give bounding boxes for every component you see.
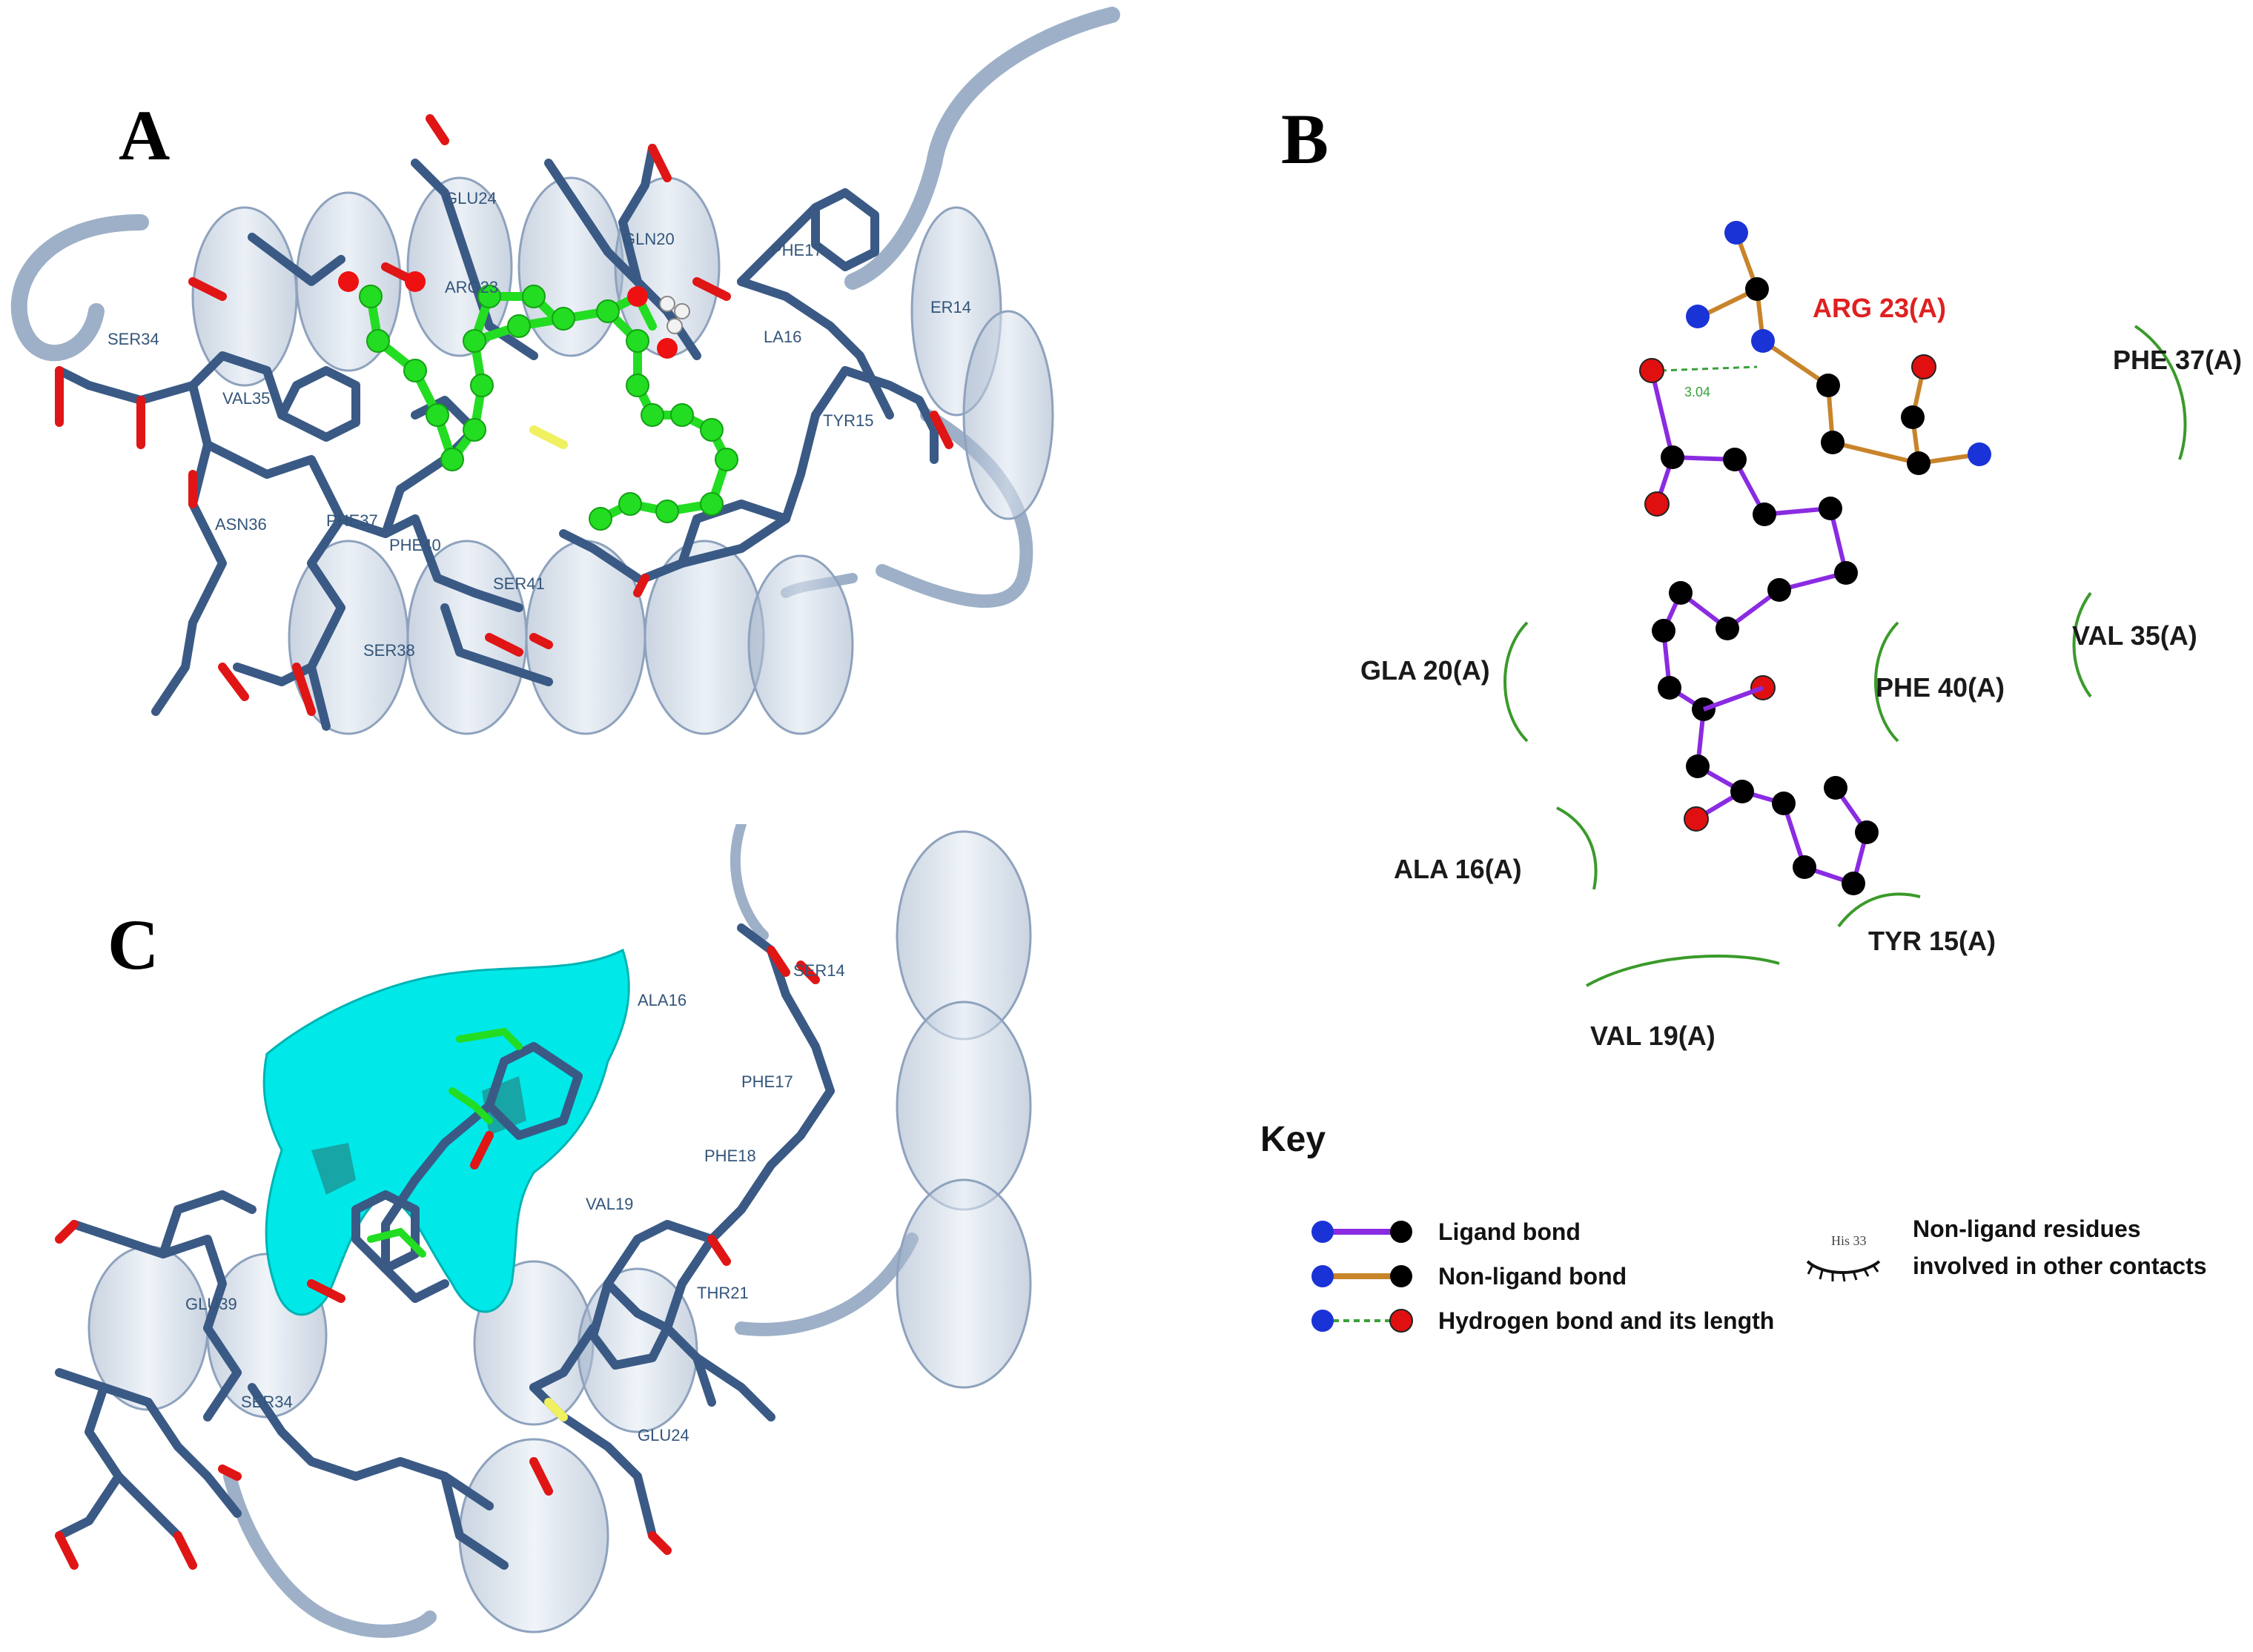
protein-ribbon [223, 824, 919, 1638]
residue-label: GLU24 [638, 1426, 689, 1444]
residue-label: PHE37 [326, 511, 378, 530]
residue-label-ala16: ALA 16(A) [1394, 854, 1522, 884]
residue-label-gla20: GLA 20(A) [1360, 655, 1490, 686]
residue-label: SER38 [363, 641, 415, 660]
residue-label: VAL35 [222, 389, 270, 408]
residue-label-tyr15: TYR 15(A) [1868, 926, 1996, 956]
key-hbond-symbol [1311, 1309, 1413, 1333]
hydrophobic-contacts [1503, 325, 2187, 987]
residue-label: SER41 [493, 574, 545, 593]
panel-a-3d-binding-view: GLU24 GLN20 PHE17 ARG23 SER34 VAL35 LA16… [0, 0, 1134, 749]
residue-label: GLU24 [445, 189, 497, 208]
residue-label: VAL19 [586, 1195, 633, 1213]
panel-c-binding-pocket-surface: SER14 ALA16 PHE17 VAL19 PHE18 THR21 GLU3… [0, 824, 1068, 1652]
residue-label-phe37: PHE 37(A) [2113, 345, 2242, 375]
ligand-3d [338, 271, 738, 531]
nonligand-bonds [1698, 230, 1982, 465]
residue-labels: GLU24 GLN20 PHE17 ARG23 SER34 VAL35 LA16… [107, 189, 971, 660]
residue-label-arg23: ARG 23(A) [1813, 293, 1946, 323]
contact-arc-phe40 [1874, 621, 1899, 743]
ligand-atoms [1639, 221, 1991, 895]
key-title: Key [1260, 1120, 1326, 1159]
panel-c-structure: SER14 ALA16 PHE17 VAL19 PHE18 THR21 GLU3… [55, 824, 1032, 1638]
residue-label: SER14 [793, 961, 845, 980]
residue-labels: SER14 ALA16 PHE17 VAL19 PHE18 THR21 GLU3… [185, 961, 845, 1444]
helix-coils [87, 830, 1032, 1633]
panel-c-letter: C [107, 905, 159, 984]
residue-label: SER34 [241, 1393, 293, 1411]
key-nonligand-bond-symbol [1311, 1265, 1412, 1287]
residue-label: ALA16 [638, 991, 687, 1009]
hbond-length: 3.04 [1684, 385, 1710, 399]
residue-label-val19: VAL 19(A) [1590, 1021, 1716, 1051]
key-nonligand-residues-label-line2: involved in other contacts [1913, 1253, 2207, 1279]
binding-pocket-surface [262, 948, 630, 1316]
residue-label: GLN20 [623, 230, 675, 248]
residue-label: THR21 [697, 1284, 749, 1302]
panel-b-letter: B [1281, 99, 1329, 179]
contact-arc-phe37 [2134, 325, 2187, 460]
residue-label: PHE40 [389, 536, 441, 554]
ligand-bond [1702, 686, 1764, 711]
panel-a-letter: A [119, 96, 171, 175]
key-symbols: His 33 [1311, 1221, 1881, 1333]
key-sample-residue: His 33 [1831, 1233, 1867, 1248]
protein-atoms [55, 114, 953, 716]
contact-arc-val35 [2072, 591, 2092, 698]
protein-atoms [55, 946, 820, 1570]
key-ligand-bond-symbol [1311, 1221, 1412, 1243]
key-hbond-label: Hydrogen bond and its length [1438, 1307, 1775, 1334]
residue-label: SER34 [107, 330, 159, 348]
residue-label-phe40: PHE 40(A) [1876, 672, 2005, 703]
panel-a-structure: GLU24 GLN20 PHE17 ARG23 SER34 VAL35 LA16… [10, 7, 1120, 735]
contact-arc-ala16 [1556, 806, 1598, 890]
ligand-in-pocket [367, 1027, 523, 1258]
contact-arc-tyr15 [1837, 892, 1921, 928]
key-nonligand-residues-label-line1: Non-ligand residues [1913, 1215, 2141, 1242]
residue-label-val35: VAL 35(A) [2072, 620, 2197, 651]
residue-label: PHE17 [771, 241, 823, 259]
contact-arc-gla20 [1503, 621, 1529, 743]
legend-key: Key His 33 Ligand bond Non-ligand bond H… [1260, 1119, 2246, 1386]
key-nonligand-residue-symbol: His 33 [1806, 1233, 1881, 1282]
residue-label: ER14 [930, 298, 971, 316]
residue-label: ASN36 [215, 515, 267, 534]
residue-label: PHE18 [704, 1147, 756, 1165]
key-ligand-bond-label: Ligand bond [1438, 1218, 1581, 1245]
panel-b-2d-interaction-diagram: 3.04 [1157, 0, 2253, 1097]
residue-label: TYR15 [823, 411, 873, 430]
helix-coils [191, 176, 1054, 735]
key-nonligand-bond-label: Non-ligand bond [1438, 1263, 1627, 1290]
contact-arc-val19 [1586, 955, 1780, 987]
residue-label: ARG23 [445, 278, 498, 296]
residue-label: PHE17 [741, 1072, 793, 1091]
interaction-diagram: 3.04 [1360, 221, 2242, 1051]
residue-label: GLU39 [185, 1295, 237, 1313]
residue-label: LA16 [764, 328, 801, 346]
hydrogen-bond-line [1660, 365, 1758, 372]
